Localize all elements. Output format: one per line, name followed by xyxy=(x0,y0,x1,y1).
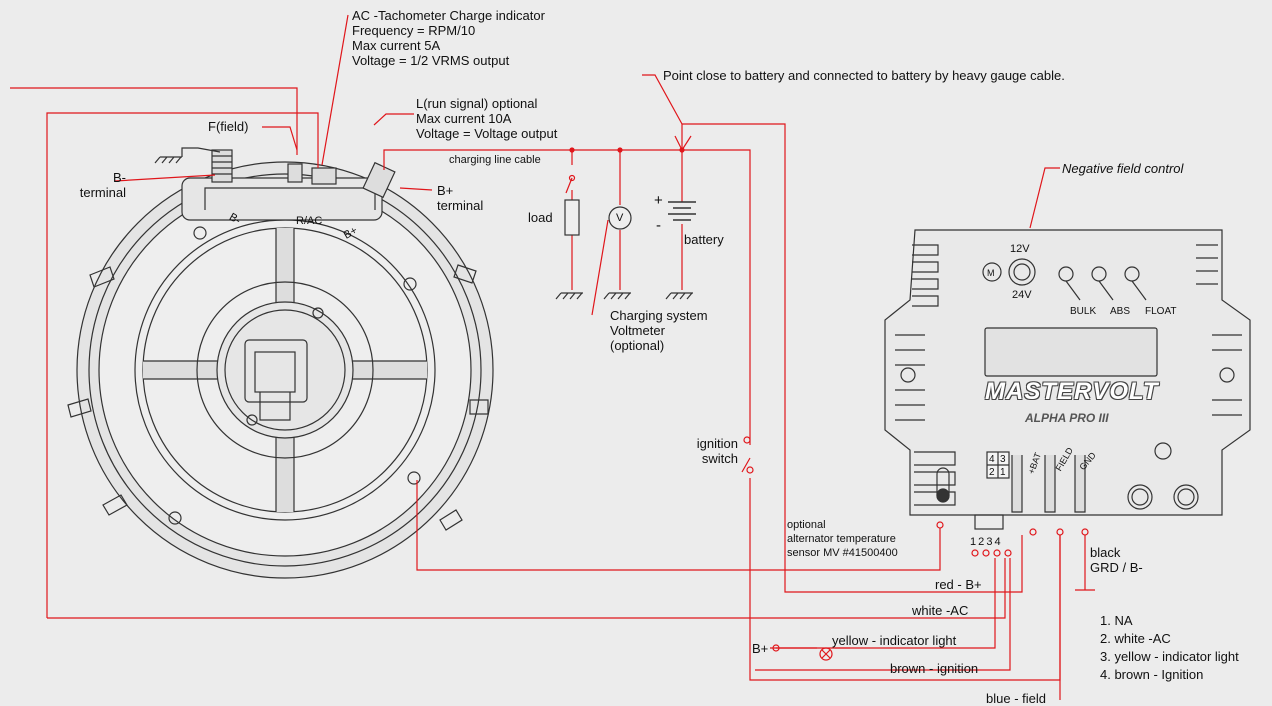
ignition-switch-label: ignition switch xyxy=(696,436,738,466)
b-minus-terminal-label: B- terminal xyxy=(79,170,126,200)
regulator-display xyxy=(984,327,1158,377)
regulator-fins xyxy=(895,244,1242,506)
legend-item: 3. yellow - indicator light xyxy=(1100,649,1239,664)
temp-sensor-label: optional alternator temperature sensor M… xyxy=(787,519,898,559)
b-plus-terminal-label: B+ terminal xyxy=(437,183,484,213)
wire-black-gnd xyxy=(1075,535,1095,591)
battery-minus: - xyxy=(656,217,661,234)
charging-line-label: charging line cable xyxy=(449,154,541,166)
reg-float: FLOAT xyxy=(1145,306,1177,317)
wire-white-to-plug xyxy=(47,558,1006,619)
wire-charging-line xyxy=(383,149,751,445)
legend-item: 2. white -AC xyxy=(1100,631,1171,646)
alternator-lugs xyxy=(67,226,489,531)
reg-bulk: BULK xyxy=(1070,306,1097,317)
wires xyxy=(10,14,1095,700)
field-label: F(field) xyxy=(208,119,249,134)
black-grd-label: black GRD / B- xyxy=(1090,545,1143,575)
leader-b-minus xyxy=(114,174,216,182)
white-ac-label: white -AC xyxy=(912,603,969,618)
alt-r-ac: R/AC xyxy=(296,215,323,227)
regulator-drawing xyxy=(884,229,1251,530)
wire-white-ac xyxy=(46,112,319,618)
load-resistor xyxy=(564,199,580,236)
pin-numbers: 1 2 3 4 xyxy=(970,536,1001,548)
leader-l-run xyxy=(373,113,414,126)
battery-label: battery xyxy=(684,232,724,247)
alternator-hub xyxy=(216,301,354,439)
bplus-lamp-label: B+ xyxy=(752,641,769,656)
alternator-drawing xyxy=(67,149,494,579)
blue-field-label: blue - field xyxy=(986,691,1046,706)
negative-field-label: Negative field control xyxy=(1062,161,1184,176)
leader-point-close xyxy=(642,74,683,125)
reg-key-2: 2 xyxy=(989,467,995,478)
reg-m-switch: M xyxy=(987,268,995,278)
legend-item: 4. brown - Ignition xyxy=(1100,667,1204,682)
wire-brown xyxy=(755,558,1011,671)
wire-red-bplus xyxy=(682,123,1023,593)
battery-plus: + xyxy=(654,192,663,209)
point-close-label: Point close to battery and connected to … xyxy=(663,68,1065,83)
reg-24v: 24V xyxy=(1012,289,1032,301)
load-label: load xyxy=(528,210,553,225)
voltmeter-note: Charging system Voltmeter (optional) xyxy=(610,308,708,353)
leader-ac-tach xyxy=(321,14,349,166)
regulator-brand: MASTERVOLT xyxy=(985,378,1159,405)
schematic-symbols xyxy=(154,147,696,300)
pin-legend: 1. NA 2. white -AC 3. yellow - indicator… xyxy=(1100,613,1239,682)
voltage-selector xyxy=(1008,258,1036,286)
regulator-model: ALPHA PRO III xyxy=(1025,411,1109,425)
legend-item: 1. NA xyxy=(1100,613,1133,628)
voltmeter-circle xyxy=(608,206,632,230)
reg-key-3: 3 xyxy=(1000,454,1006,465)
reg-key-1: 1 xyxy=(1000,467,1006,478)
battery-symbol xyxy=(668,201,696,221)
wire-temp-sensor xyxy=(416,480,941,571)
reg-key-4: 4 xyxy=(989,454,995,465)
alternator-terminal-block xyxy=(181,177,383,221)
red-bplus-label: red - B+ xyxy=(935,577,982,592)
leader-b-plus xyxy=(399,187,433,191)
l-run-label: L(run signal) optional Max current 10A V… xyxy=(416,96,558,141)
voltmeter-symbol: V xyxy=(616,212,624,224)
ac-tach-label: AC -Tachometer Charge indicator Frequenc… xyxy=(352,8,545,68)
reg-12v: 12V xyxy=(1010,243,1030,255)
yellow-light-label: yellow - indicator light xyxy=(832,633,957,648)
leader-field xyxy=(262,126,298,151)
brown-ignition-label: brown - ignition xyxy=(890,661,979,676)
reg-abs: ABS xyxy=(1110,306,1131,317)
leader-negative-field xyxy=(1029,167,1060,229)
leader-voltmeter xyxy=(591,219,609,316)
wire-top-to-field xyxy=(10,87,298,155)
